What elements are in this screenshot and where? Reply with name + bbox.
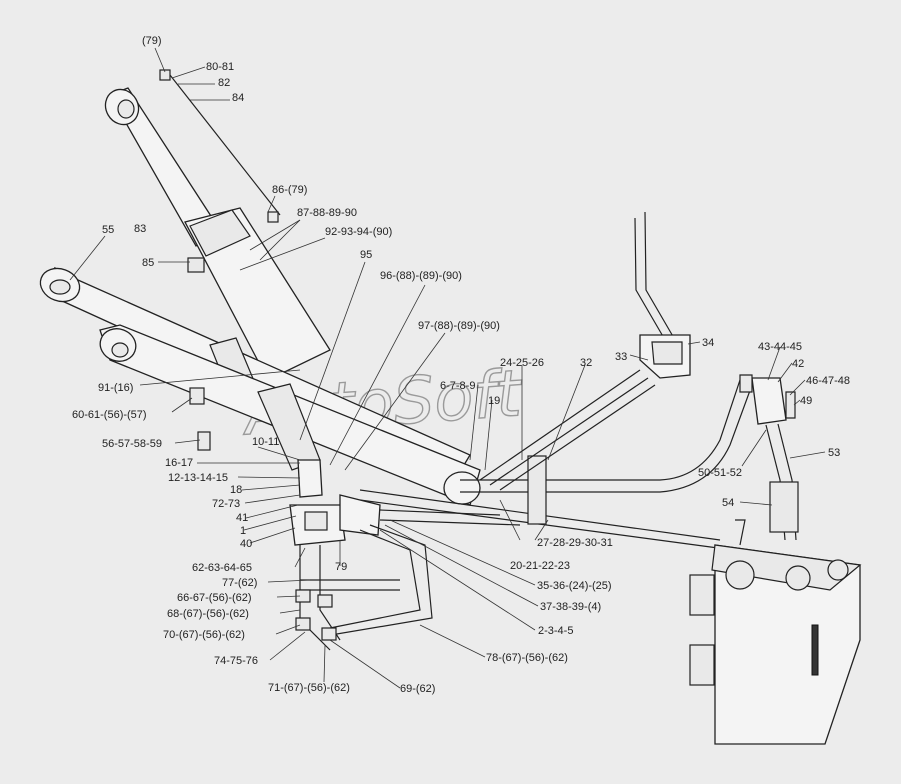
label-53: 53 xyxy=(828,447,840,459)
label-49: 49 xyxy=(800,395,812,407)
label-68: 68-(67)-(56)-(62) xyxy=(167,608,249,620)
label-86: 86-(79) xyxy=(272,184,307,196)
control-lever-valve xyxy=(479,211,691,491)
label-78: 78-(67)-(56)-(62) xyxy=(486,652,568,664)
fittings xyxy=(159,69,279,451)
label-54: 54 xyxy=(722,497,734,509)
label-18: 18 xyxy=(230,484,242,496)
boom-cylinder-lower xyxy=(99,324,481,506)
label-66: 66-67-(56)-(62) xyxy=(177,592,252,604)
label-19: 19 xyxy=(488,395,500,407)
label-35: 35-36-(24)-(25) xyxy=(537,580,612,592)
label-74: 74-75-76 xyxy=(214,655,258,667)
label-77: 77-(62) xyxy=(222,577,257,589)
label-27: 27-28-29-30-31 xyxy=(537,537,613,549)
label-43: 43-44-45 xyxy=(758,341,802,353)
frame-tube xyxy=(359,379,753,549)
label-12: 12-13-14-15 xyxy=(168,472,228,484)
label-1: 1 xyxy=(240,525,246,537)
label-85: 85 xyxy=(142,257,154,269)
hydraulic-tank xyxy=(689,519,862,745)
label-50: 50-51-52 xyxy=(698,467,742,479)
label-92: 92-93-94-(90) xyxy=(325,226,392,238)
label-32: 32 xyxy=(580,357,592,369)
label-20: 20-21-22-23 xyxy=(510,560,570,572)
label-70: 70-(67)-(56)-(62) xyxy=(163,629,245,641)
label-62: 62-63-64-65 xyxy=(192,562,252,574)
label-71: 71-(67)-(56)-(62) xyxy=(268,682,350,694)
label-60: 60-61-(56)-(57) xyxy=(72,409,147,421)
label-82: 82 xyxy=(218,77,230,89)
distribution-valve-block xyxy=(289,459,521,651)
label-80: 80-81 xyxy=(206,61,234,73)
label-37: 37-38-39-(4) xyxy=(540,601,601,613)
label-55: 55 xyxy=(102,224,114,236)
label-95: 95 xyxy=(360,249,372,261)
label-33: 33 xyxy=(615,351,627,363)
label-34: 34 xyxy=(702,337,714,349)
label-69: 69-(62) xyxy=(400,683,435,695)
label-42: 42 xyxy=(792,358,804,370)
label-91: 91-(16) xyxy=(98,382,133,394)
label-2: 2-3-4-5 xyxy=(538,625,573,637)
leader-lines xyxy=(69,47,826,689)
label-79a: (79) xyxy=(142,35,162,47)
upper-lift-cylinder xyxy=(104,74,331,381)
label-84: 84 xyxy=(232,92,244,104)
label-97: 97-(88)-(89)-(90) xyxy=(418,320,500,332)
filter-assembly xyxy=(739,374,799,541)
label-6: 6-7-8-9 xyxy=(440,380,475,392)
label-46: 46-47-48 xyxy=(806,375,850,387)
label-96: 96-(88)-(89)-(90) xyxy=(380,270,462,282)
label-24: 24-25-26 xyxy=(500,357,544,369)
label-83: 83 xyxy=(134,223,146,235)
label-10: 10-11 xyxy=(252,436,279,448)
label-41: 41 xyxy=(236,512,248,524)
label-16: 16-17 xyxy=(165,457,193,469)
label-56: 56-57-58-59 xyxy=(102,438,162,450)
part-labels: (79) 80-81 82 84 86-(79) 87-88-89-90 92-… xyxy=(72,35,850,695)
label-40: 40 xyxy=(240,538,252,550)
label-79b: 79 xyxy=(335,561,347,573)
label-87: 87-88-89-90 xyxy=(297,207,357,219)
label-72: 72-73 xyxy=(212,498,240,510)
